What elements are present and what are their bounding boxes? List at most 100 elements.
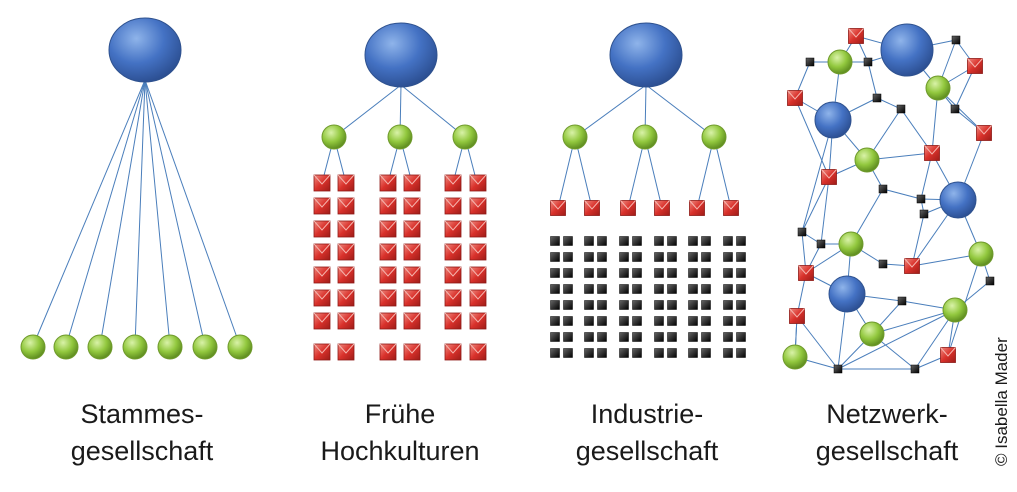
red-node-fold [313, 197, 331, 208]
black-node [654, 236, 664, 246]
green-node [782, 344, 808, 370]
red-node-fold [379, 174, 397, 185]
red-node-fold [444, 343, 462, 354]
red-node-fold [337, 266, 355, 277]
red-node-fold [444, 289, 462, 300]
red-node-fold [469, 220, 487, 231]
red-node-fold [654, 200, 670, 210]
link-line [871, 309, 956, 335]
green-node [562, 124, 588, 150]
black-node [805, 57, 815, 67]
black-node [584, 300, 594, 310]
black-node [688, 316, 698, 326]
black-node [563, 316, 573, 326]
red-node-fold [821, 169, 837, 179]
black-node [563, 332, 573, 342]
black-node [667, 252, 677, 262]
black-node [550, 332, 560, 342]
blue-node [939, 181, 977, 219]
blue-node [814, 101, 852, 139]
red-node-fold [379, 243, 397, 254]
green-node [859, 321, 885, 347]
red-node-fold [620, 200, 636, 210]
green-node [20, 334, 46, 360]
black-node [688, 236, 698, 246]
red-node-fold [313, 343, 331, 354]
green-node [192, 334, 218, 360]
black-node [701, 348, 711, 358]
black-node [723, 268, 733, 278]
black-node [632, 236, 642, 246]
black-node [919, 209, 929, 219]
black-node [584, 316, 594, 326]
black-node [723, 300, 733, 310]
red-node-fold [444, 243, 462, 254]
black-node [736, 332, 746, 342]
black-node [632, 284, 642, 294]
black-node [736, 284, 746, 294]
black-node [550, 252, 560, 262]
black-node [701, 332, 711, 342]
black-node [597, 348, 607, 358]
black-node [688, 284, 698, 294]
caption-3-line-2: gesellschaft [576, 436, 719, 466]
black-node [550, 300, 560, 310]
red-node-fold [337, 220, 355, 231]
red-node-fold [403, 289, 421, 300]
panel-network-society [782, 23, 995, 374]
green-node [701, 124, 727, 150]
link-line [99, 79, 146, 347]
link-line [801, 119, 834, 233]
black-node [667, 284, 677, 294]
red-node-fold [403, 174, 421, 185]
red-node-fold [469, 343, 487, 354]
blue-node [828, 275, 866, 313]
black-node [584, 236, 594, 246]
black-node [667, 236, 677, 246]
red-node-fold [976, 125, 992, 135]
black-node [550, 348, 560, 358]
black-node [872, 93, 882, 103]
panel-industrial-society [550, 22, 746, 358]
red-node-fold [848, 28, 864, 38]
red-node-fold [403, 312, 421, 323]
black-node [619, 348, 629, 358]
panel-early-civilizations [313, 22, 487, 361]
black-node [654, 316, 664, 326]
link-line [333, 84, 402, 138]
caption-2-line-2: Hochkulturen [320, 436, 479, 466]
caption-1-line-2: gesellschaft [71, 436, 214, 466]
link-line [796, 315, 839, 370]
link-line [867, 61, 878, 99]
red-node-fold [469, 174, 487, 185]
black-node [701, 300, 711, 310]
red-node-fold [444, 174, 462, 185]
red-node-fold [379, 312, 397, 323]
black-node [688, 332, 698, 342]
red-node-fold [403, 220, 421, 231]
black-node [878, 259, 888, 269]
black-node [736, 348, 746, 358]
black-node [667, 332, 677, 342]
green-node [925, 75, 951, 101]
black-node [550, 316, 560, 326]
green-node [53, 334, 79, 360]
red-node-fold [787, 90, 803, 100]
link-line [820, 176, 830, 245]
black-node [985, 276, 995, 286]
black-node [550, 268, 560, 278]
black-node [563, 252, 573, 262]
link-line [144, 79, 241, 347]
red-node-fold [313, 312, 331, 323]
red-node-fold [379, 220, 397, 231]
red-node-fold [403, 243, 421, 254]
black-node [597, 236, 607, 246]
black-node [723, 332, 733, 342]
red-node-fold [444, 197, 462, 208]
black-node [654, 300, 664, 310]
red-node-fold [337, 243, 355, 254]
black-node [563, 268, 573, 278]
green-node [122, 334, 148, 360]
panel-tribal-society [20, 17, 253, 360]
